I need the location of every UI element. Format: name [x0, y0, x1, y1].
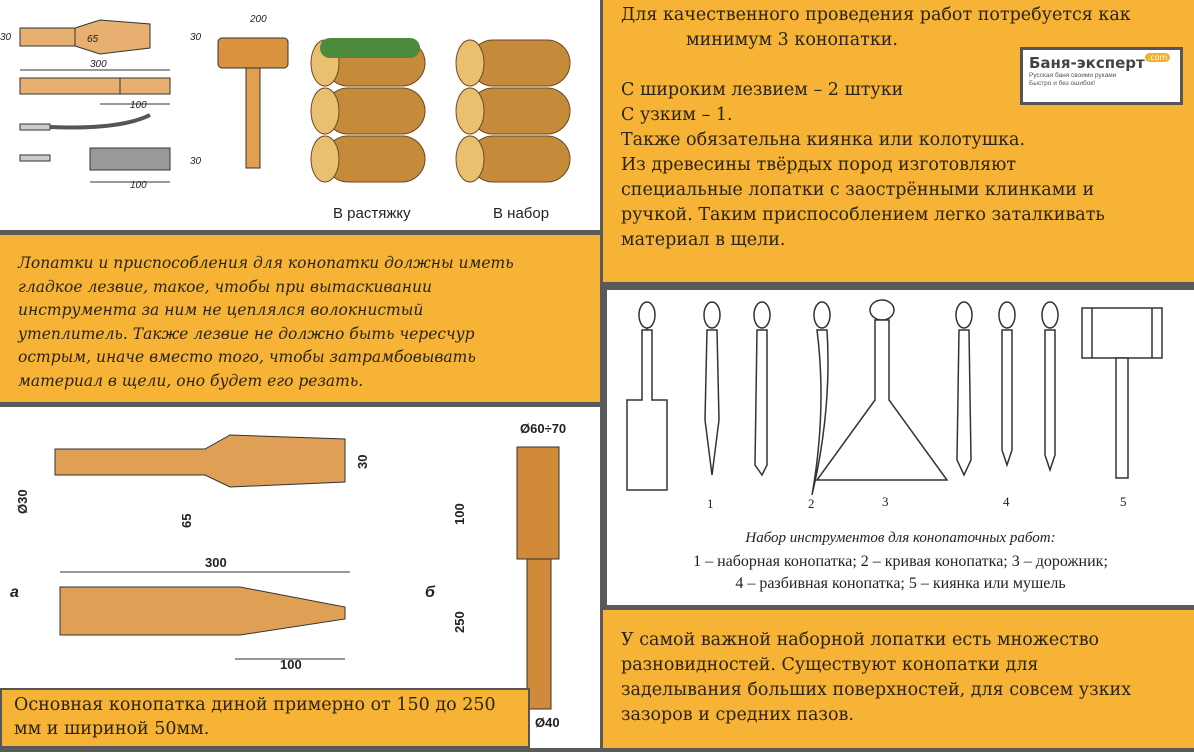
- tool-number: 1: [707, 496, 714, 511]
- dim-label: 100: [130, 100, 147, 111]
- dim-label: Ø60÷70: [520, 421, 566, 436]
- dim-label: 30: [190, 32, 202, 43]
- dim-label: 200: [249, 14, 267, 25]
- text-line: специальные лопатки с заострёнными клинк…: [621, 180, 1095, 200]
- text-line: гладкое лезвие, такое, чтобы при вытаски…: [18, 277, 432, 296]
- tools-set-illustration: 1 2 3 4 5: [607, 290, 1194, 605]
- top-right-info-panel: Для качественного проведения работ потре…: [603, 0, 1194, 282]
- text-line: С широким лезвием – 2 штуки: [621, 80, 904, 100]
- text-line: материал в щели, оно будет его резать.: [18, 371, 364, 390]
- tools-caption-title: Набор инструментов для конопаточных рабо…: [745, 530, 1056, 546]
- text-line: заделывания больших поверхностей, для со…: [621, 680, 1132, 700]
- dim-label: 30: [355, 455, 370, 469]
- text-line: разновидностей. Существуют конопатки для: [621, 655, 1039, 675]
- bottom-left-caption: Основная конопатка диной примерно от 150…: [0, 688, 530, 748]
- text-line: Из древесины твёрдых пород изготовляют: [621, 155, 1017, 175]
- text-line: Лопатки и приспособления для конопатки д…: [18, 254, 514, 272]
- caulking-tools-drawing: 30 65 30 300 100 200 30 100 В растяжку В…: [0, 14, 571, 222]
- label-v-nabor: В набор: [493, 205, 549, 222]
- dim-label: 30: [0, 32, 12, 43]
- middle-left-info-panel: Лопатки и приспособления для конопатки д…: [0, 235, 600, 402]
- text-line: материал в щели.: [621, 230, 786, 250]
- figure-label-a: а: [10, 584, 19, 601]
- tools-drawing: 1 2 3 4 5: [626, 299, 1163, 511]
- text-line: утеплитель. Также лезвие не должно быть …: [18, 324, 475, 343]
- text-line: мм и шириной 50мм.: [14, 719, 210, 739]
- dim-label: 65: [179, 514, 194, 528]
- text-line: острым, иначе вместо того, чтобы затрамб…: [18, 348, 476, 366]
- logo-tagline: Быстро и без ошибок!: [1029, 80, 1095, 87]
- dim-label: 300: [90, 59, 107, 70]
- tool-number: 2: [808, 496, 815, 511]
- dim-label: 65: [87, 34, 99, 45]
- tools-caption-line: 4 – разбивная конопатка; 5 – киянка или …: [735, 575, 1066, 592]
- info-text: Для качественного проведения работ потре…: [621, 3, 1194, 253]
- tools-caption-line: 1 – наборная конопатка; 2 – кривая коноп…: [693, 553, 1108, 570]
- logo-domain: .com: [1144, 53, 1171, 62]
- text-line: ручкой. Таким приспособлением легко зата…: [621, 205, 1105, 225]
- banya-expert-logo: Баня-эксперт.com Русская баня своими рук…: [1020, 47, 1183, 105]
- text-line: зазоров и средних пазов.: [621, 705, 854, 725]
- dim-label: 300: [205, 555, 227, 570]
- text-line: У самой важной наборной лопатки есть мно…: [621, 630, 1100, 650]
- text-line: С узким – 1.: [621, 105, 733, 125]
- tool-number: 4: [1003, 494, 1010, 509]
- dim-label: 100: [280, 657, 302, 672]
- dim-label: 30: [190, 156, 202, 167]
- figure-label-b: б: [425, 584, 436, 601]
- text-line: Основная конопатка диной примерно от 150…: [14, 695, 496, 715]
- text-line: Также обязательна киянка или колотушка.: [621, 130, 1026, 150]
- logo-name: Баня-эксперт: [1029, 54, 1145, 72]
- tool-number: 3: [882, 494, 889, 509]
- info-text: Лопатки и приспособления для конопатки д…: [18, 252, 600, 393]
- label-v-rastyazhku: В растяжку: [333, 205, 411, 222]
- dim-label: 100: [130, 180, 147, 191]
- logo-tagline: Русская баня своими руками: [1029, 72, 1117, 79]
- dim-label: Ø30: [15, 489, 30, 514]
- dim-label: Ø40: [535, 715, 560, 730]
- tool-number: 5: [1120, 494, 1127, 509]
- text-line: минимум 3 конопатки.: [686, 30, 898, 50]
- dim-label: 250: [452, 611, 467, 633]
- top-left-tools-illustration: 30 65 30 300 100 200 30 100 В растяжку В…: [0, 0, 600, 230]
- text-line: Для качественного проведения работ потре…: [621, 5, 1131, 25]
- text-line: инструмента за ним не цеплялся волокнист…: [18, 301, 424, 319]
- dim-label: 100: [452, 503, 467, 525]
- dimensions-drawing: Ø30 65 30 300 100 Ø60÷70 100 250 Ø40 а б: [10, 421, 566, 730]
- bottom-right-info-panel: У самой важной наборной лопатки есть мно…: [603, 610, 1194, 748]
